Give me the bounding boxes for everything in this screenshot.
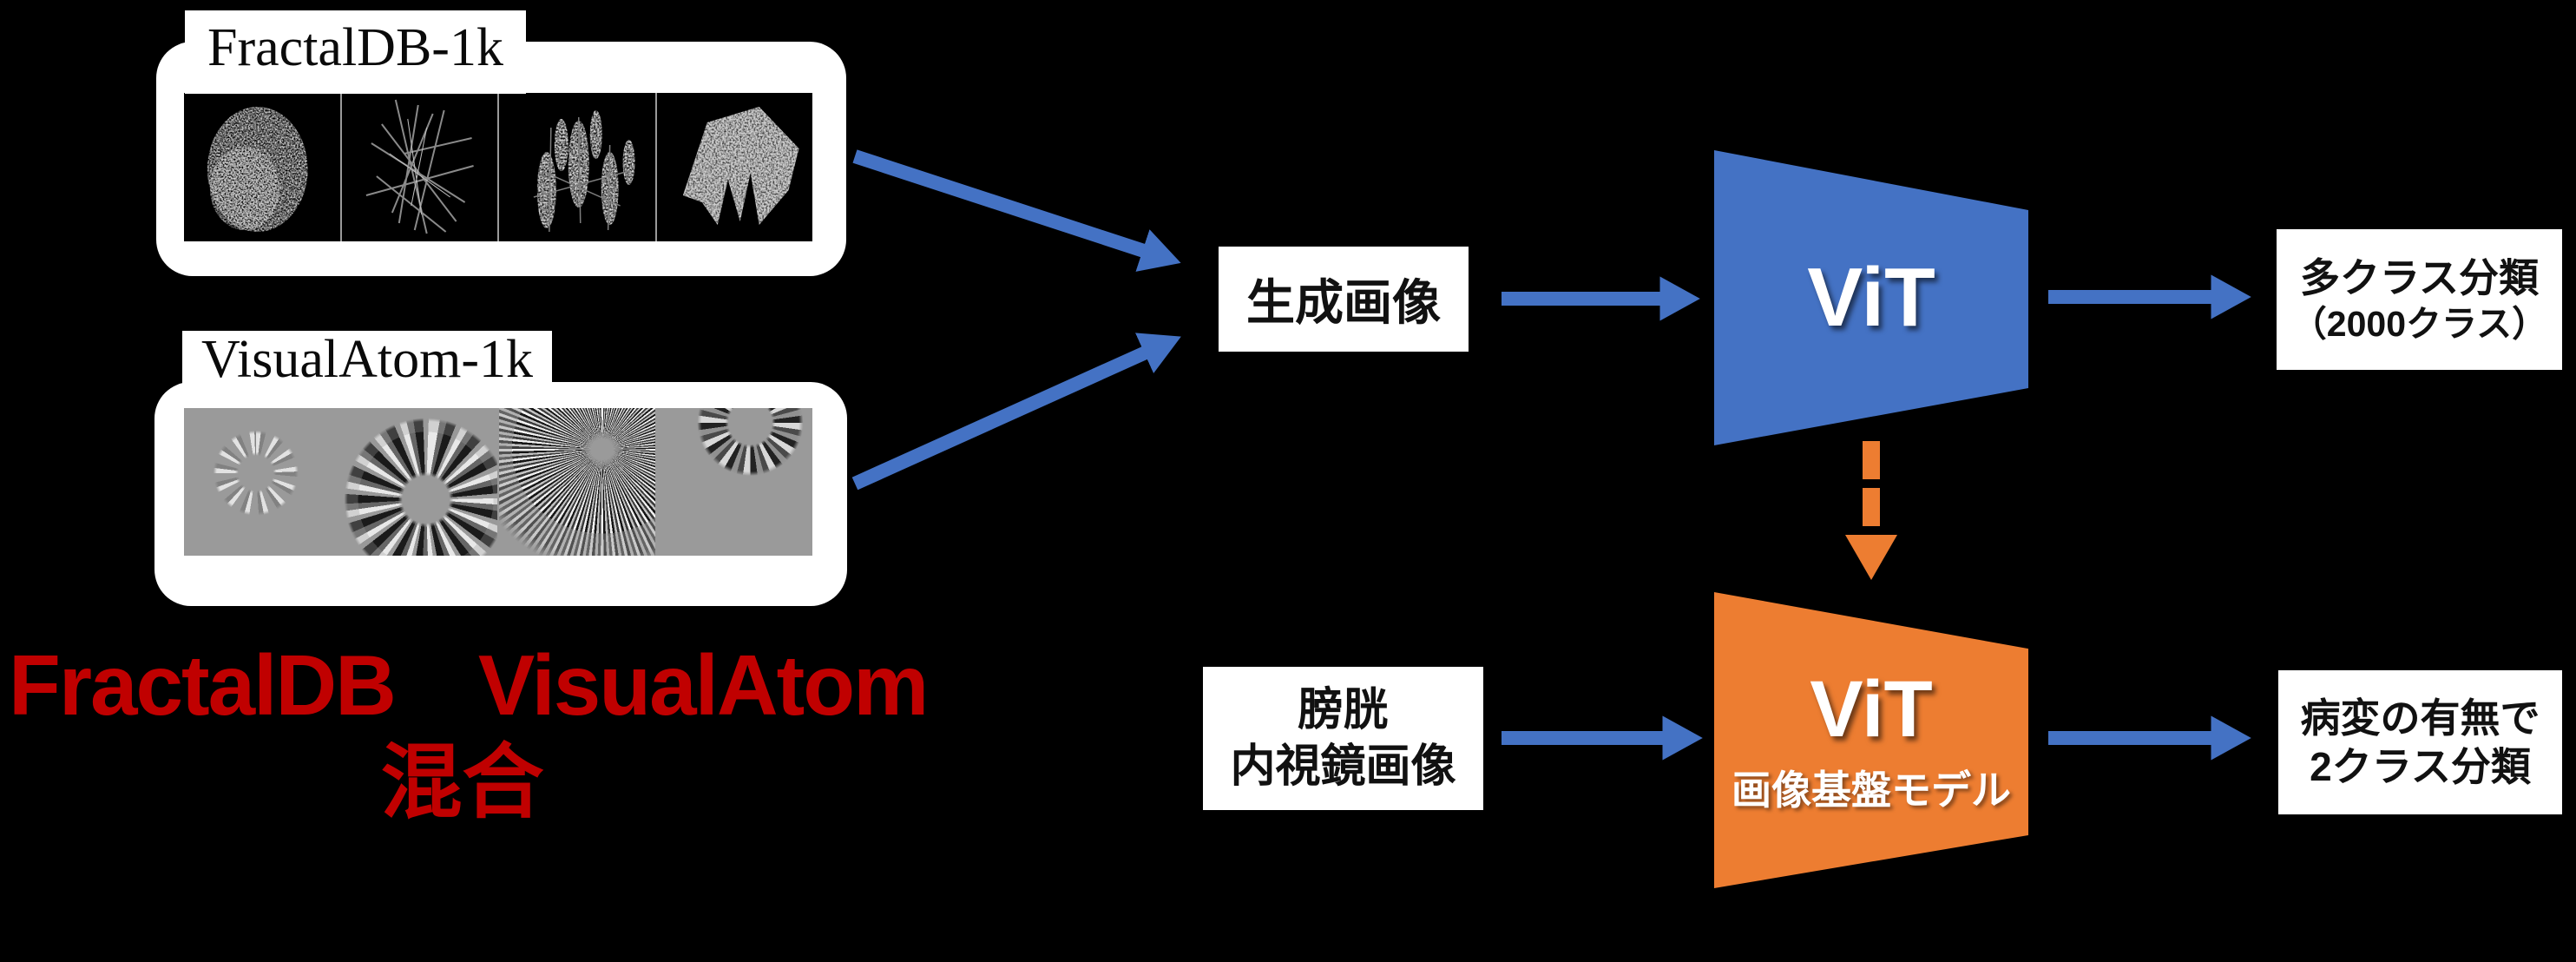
generated-images-box: 生成画像 — [1219, 247, 1469, 352]
fractal-feather-clusters-icon — [533, 110, 635, 233]
fractaldb-label: FractalDB-1k — [185, 10, 526, 94]
vit-finetune-title: ViT — [1810, 665, 1933, 754]
visualatom-label: VisualAtom-1k — [182, 329, 552, 389]
fractaldb-panel — [156, 42, 846, 276]
arrow-fractaldb-to-generated-icon — [852, 149, 1181, 272]
multiclass-output-line1: 多クラス分類 — [2299, 254, 2540, 300]
binary-output-box: 病変の有無で 2クラス分類 — [2278, 670, 2562, 814]
mix-caption-line2: 混合 — [380, 736, 544, 827]
fractal-jagged-patch-icon — [682, 107, 799, 225]
fractal-needle-lines-icon — [365, 99, 474, 234]
vit-finetune-block: ViT 画像基盤モデル — [1714, 592, 2028, 888]
bladder-endoscopy-line1: 膀胱 — [1298, 684, 1389, 735]
vit-finetune-subtitle: 画像基盤モデル — [1732, 768, 2011, 813]
atom-spiky-gear-top-image — [656, 408, 812, 556]
fractal-needle-lines-image — [341, 93, 497, 241]
fractal-dot-cloud-icon — [207, 107, 308, 232]
fractal-feather-clusters-image — [499, 93, 655, 241]
binary-output-line1: 病変の有無で — [2300, 695, 2540, 741]
binary-output-line2: 2クラス分類 — [2310, 744, 2531, 789]
atom-radial-burst-image — [499, 408, 655, 556]
visualatom-image-strip — [184, 408, 812, 556]
multiclass-output-box: 多クラス分類 （2000クラス） — [2277, 229, 2562, 370]
generated-images-text: 生成画像 — [1246, 275, 1441, 330]
fractaldb-label-text: FractalDB-1k — [207, 18, 503, 77]
fractal-dot-cloud-image — [184, 93, 340, 241]
atom-large-gear-ring-image — [341, 408, 497, 556]
visualatom-panel — [154, 382, 847, 606]
bladder-endoscopy-box: 膀胱 内視鏡画像 — [1203, 667, 1483, 810]
multiclass-output-line2: （2000クラス） — [2290, 304, 2548, 345]
atom-small-spiky-ring-image — [184, 408, 340, 556]
arrow-visualatom-to-generated-icon — [851, 333, 1181, 491]
fractal-jagged-patch-image — [656, 93, 812, 241]
vit-pretrain-title: ViT — [1807, 251, 1935, 344]
mix-caption: FractalDB VisualAtom 混合 — [9, 637, 929, 827]
mix-caption-line1: FractalDB VisualAtom — [9, 637, 929, 733]
fractaldb-image-strip — [184, 93, 812, 241]
bladder-endoscopy-line2: 内視鏡画像 — [1230, 741, 1456, 792]
visualatom-label-text: VisualAtom-1k — [200, 329, 534, 389]
